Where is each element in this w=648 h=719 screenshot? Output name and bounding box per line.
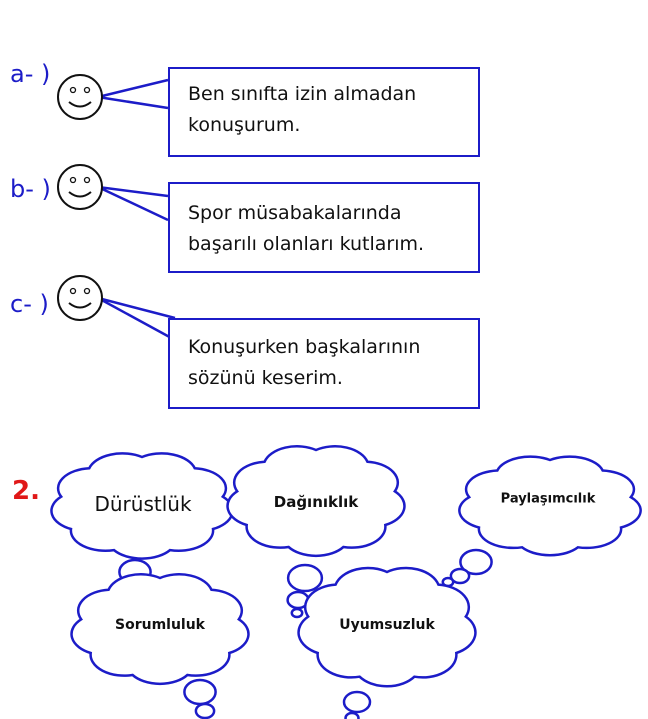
- smiley-eye: [69, 287, 77, 295]
- thought-cloud: [70, 573, 250, 686]
- thought-cloud: [297, 566, 477, 688]
- speech-text-line1: Konuşurken başkalarının: [188, 336, 421, 358]
- smiley-eye: [69, 86, 77, 94]
- cloud-label-uyumsuzluk: Uyumsuzluk: [339, 617, 435, 633]
- thought-cloud: [458, 455, 642, 557]
- thought-bubble: [290, 607, 304, 619]
- speech-text-line2: konuşurum.: [188, 114, 301, 136]
- pointer-line: [97, 78, 169, 110]
- speech-text-line2: sözünü keserim.: [188, 367, 343, 389]
- speech-text-line1: Spor müsabakalarında: [188, 202, 402, 224]
- smiley-mouth: [68, 101, 92, 108]
- speech-text-line1: Ben sınıfta izin almadan: [188, 83, 417, 105]
- thought-bubble: [449, 567, 471, 585]
- thought-bubble: [286, 563, 324, 593]
- smiley-mouth: [68, 302, 92, 309]
- speech-box-c: Konuşurken başkalarının sözünü keserim.: [168, 318, 480, 409]
- speech-text-line2: başarılı olanları kutlarım.: [188, 233, 425, 255]
- smiley-face-icon: [57, 275, 103, 321]
- item-a-label: a- ): [10, 60, 51, 88]
- item-c-label: c- ): [10, 290, 49, 318]
- pointer-line: [97, 185, 169, 222]
- cloud-label-sorumluluk: Sorumluluk: [114, 617, 206, 633]
- smiley-eye: [69, 176, 77, 184]
- smiley-mouth: [68, 191, 92, 198]
- thought-bubble: [342, 690, 372, 714]
- smiley-eye: [83, 176, 91, 184]
- smiley-eye: [83, 86, 91, 94]
- thought-bubble: [344, 711, 360, 719]
- speech-box-b: Spor müsabakalarında başarılı olanları k…: [168, 182, 480, 273]
- smiley-face-icon: [57, 74, 103, 120]
- thought-bubble: [183, 678, 217, 706]
- cloud-label-daginiklik: Dağınıklık: [273, 493, 359, 511]
- smiley-eye: [83, 287, 91, 295]
- speech-box-a: Ben sınıfta izin almadan konuşurum.: [168, 67, 480, 157]
- smiley-face-icon: [57, 164, 103, 210]
- question-number: 2.: [12, 476, 40, 506]
- thought-bubble: [194, 702, 216, 719]
- thought-bubble: [459, 548, 493, 576]
- thought-cloud: [50, 452, 234, 560]
- cloud-label-paylasimcilik: Paylaşımcılık: [500, 491, 596, 507]
- item-b-label: b- ): [10, 175, 51, 203]
- thought-cloud: [226, 445, 406, 558]
- cloud-label-durustluk: Dürüstlük: [94, 492, 192, 516]
- pointer-line: [97, 296, 176, 342]
